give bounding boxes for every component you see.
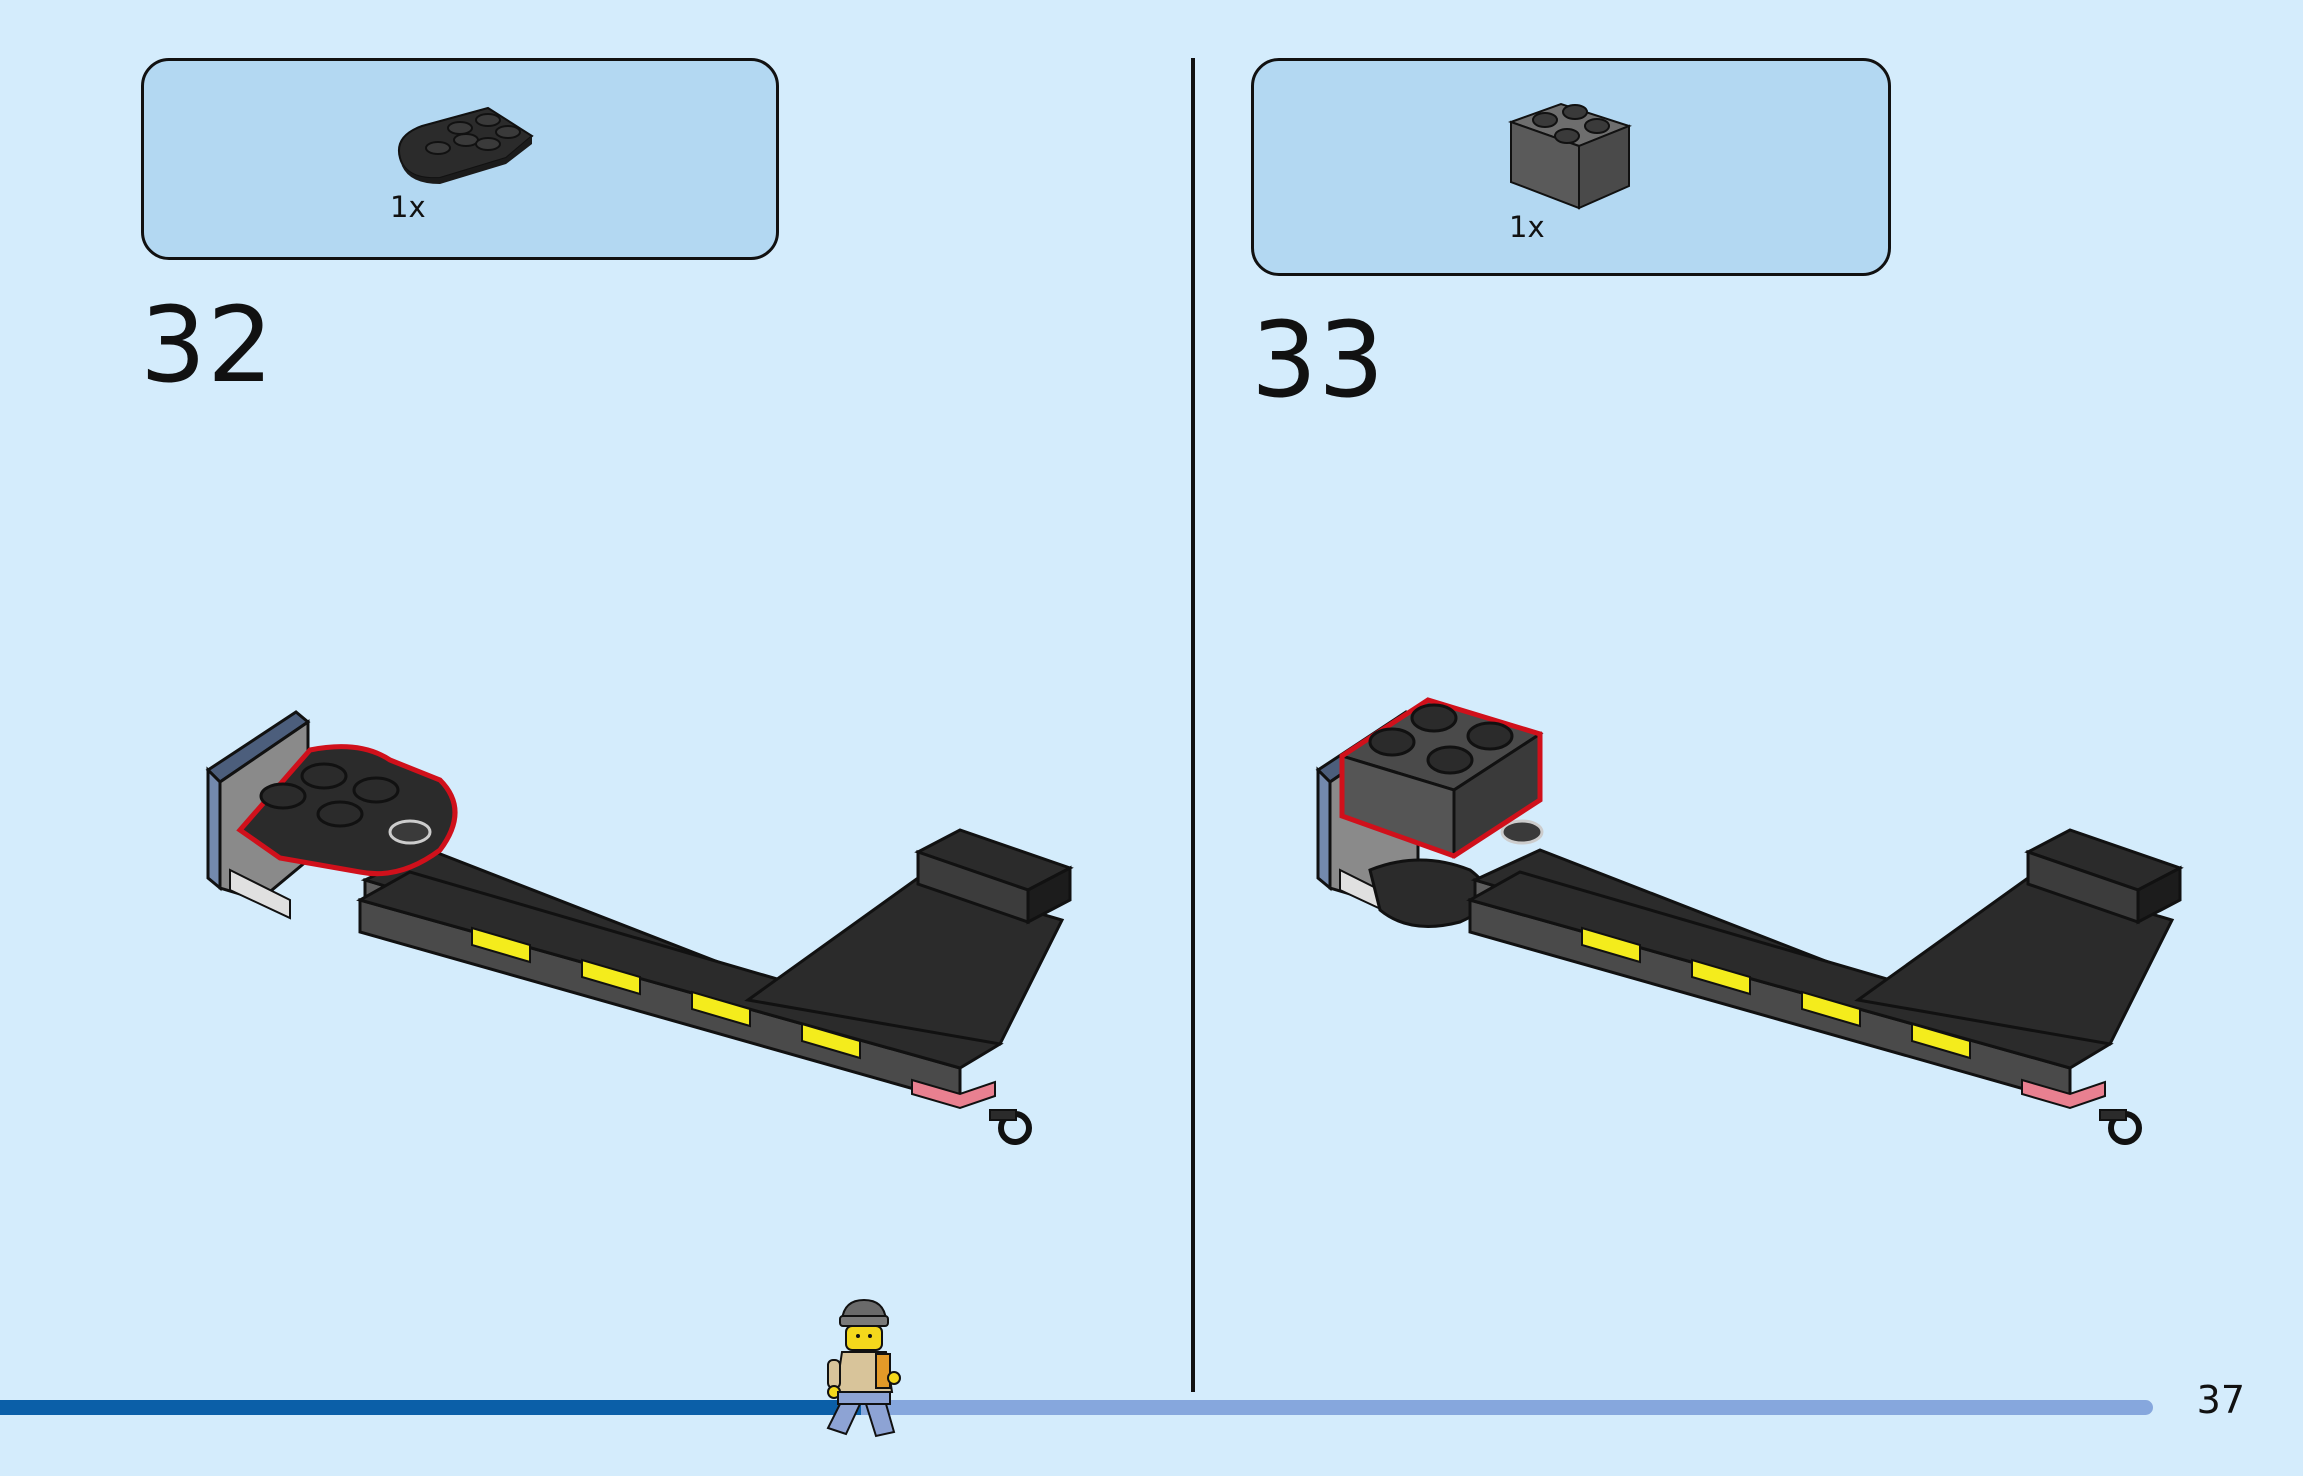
- part-quantity: 1x: [1509, 210, 1545, 244]
- page-number: 37: [2196, 1378, 2245, 1422]
- step-number: 33: [1251, 299, 1386, 421]
- boom-with-plate-icon: [205, 710, 1074, 1145]
- boom-with-brick-icon: [1315, 697, 2184, 1145]
- brick-2x2-icon: [1508, 102, 1632, 210]
- part-quantity: 1x: [390, 190, 426, 224]
- step-divider: [1191, 58, 1195, 1392]
- step-number: 32: [140, 284, 275, 406]
- progress-fill: [0, 1400, 861, 1415]
- minifigure-walking-icon: [826, 1298, 901, 1438]
- round-plate-2x3-icon: [398, 106, 534, 184]
